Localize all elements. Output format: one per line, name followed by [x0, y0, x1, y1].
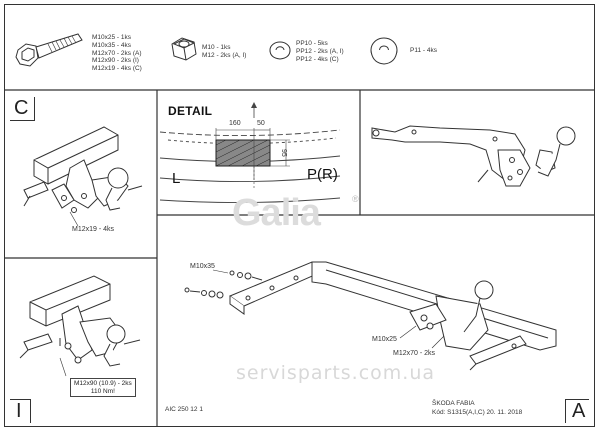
- dimension-95: 95: [280, 149, 287, 157]
- nut-list: M10 - 1ks M12 - 2ks (A, I): [202, 44, 246, 60]
- panel-i-torque-label: 110 Nm!: [90, 387, 115, 395]
- panel-a-drawing: [184, 261, 557, 371]
- nut-line: M12 - 2ks (A, I): [202, 51, 247, 59]
- washer-list: PP10 - 5ks PP12 - 2ks (A, I) PP12 - 4ks …: [296, 40, 344, 63]
- nut-line: M10 - 1ks: [202, 44, 231, 51]
- panel-c-bolt-label: M12x19 - 4ks: [72, 226, 115, 233]
- watermark-text: servisparts.com.ua: [236, 362, 436, 384]
- dimension-50: 50: [257, 120, 265, 127]
- registered-mark: ®: [352, 194, 359, 204]
- code-and-date: Kód: S1315(A,I,C) 20. 11. 2018: [432, 409, 523, 416]
- bolt-line: M10x35 - 4ks: [92, 41, 132, 49]
- left-side-label: L: [172, 170, 181, 187]
- panel-a-m10x35-label: M10x35: [190, 263, 215, 270]
- right-side-label: P(R): [307, 166, 338, 183]
- panel-a-m10x25-label: M10x25: [372, 336, 397, 343]
- detail-title: DETAIL: [168, 104, 213, 118]
- panel-c-letter: C: [10, 97, 36, 121]
- bolt-line: M10x25 - 1ks: [92, 34, 132, 41]
- vehicle-model: ŠKODA FABIA: [432, 400, 475, 407]
- bolt-line: M12x90 - 2ks (I): [92, 57, 139, 65]
- side-view-drawing: [371, 125, 576, 187]
- bolt-line: M12x19 - 4ks (C): [92, 65, 142, 73]
- washer-line: PP12 - 2ks (A, I): [296, 47, 344, 55]
- bolt-line: M12x70 - 2ks (A): [92, 49, 142, 57]
- detail-drawing: [159, 102, 341, 204]
- panel-a-m12x70-label: M12x70 - 2ks: [393, 350, 436, 357]
- nut-icon: [171, 37, 197, 61]
- galia-logo: Galia: [232, 192, 321, 234]
- bolt-icon: [15, 33, 83, 67]
- washer-icon: [269, 41, 291, 60]
- panel-i-bolt-label: M12x90 (10.9) - 2ks: [74, 380, 132, 387]
- panel-i-drawing: [19, 275, 141, 377]
- dimension-160: 160: [229, 120, 241, 127]
- bolt-list: M10x25 - 1ks M10x35 - 4ks M12x70 - 2ks (…: [92, 34, 142, 73]
- panel-i-letter: I: [10, 399, 31, 423]
- washer-line: PP12 - 4ks (C): [296, 55, 339, 63]
- panel-a-letter: A: [565, 399, 590, 423]
- large-washer-icon: [370, 37, 398, 65]
- large-washer-line: P11 - 4ks: [410, 47, 437, 54]
- panel-i-bolt-callout: M12x90 (10.9) - 2ks 110 Nm!: [70, 378, 136, 397]
- panel-c-drawing: [23, 126, 143, 227]
- document-code: AIC 250 12 1: [165, 406, 203, 413]
- washer-line: PP10 - 5ks: [296, 40, 328, 47]
